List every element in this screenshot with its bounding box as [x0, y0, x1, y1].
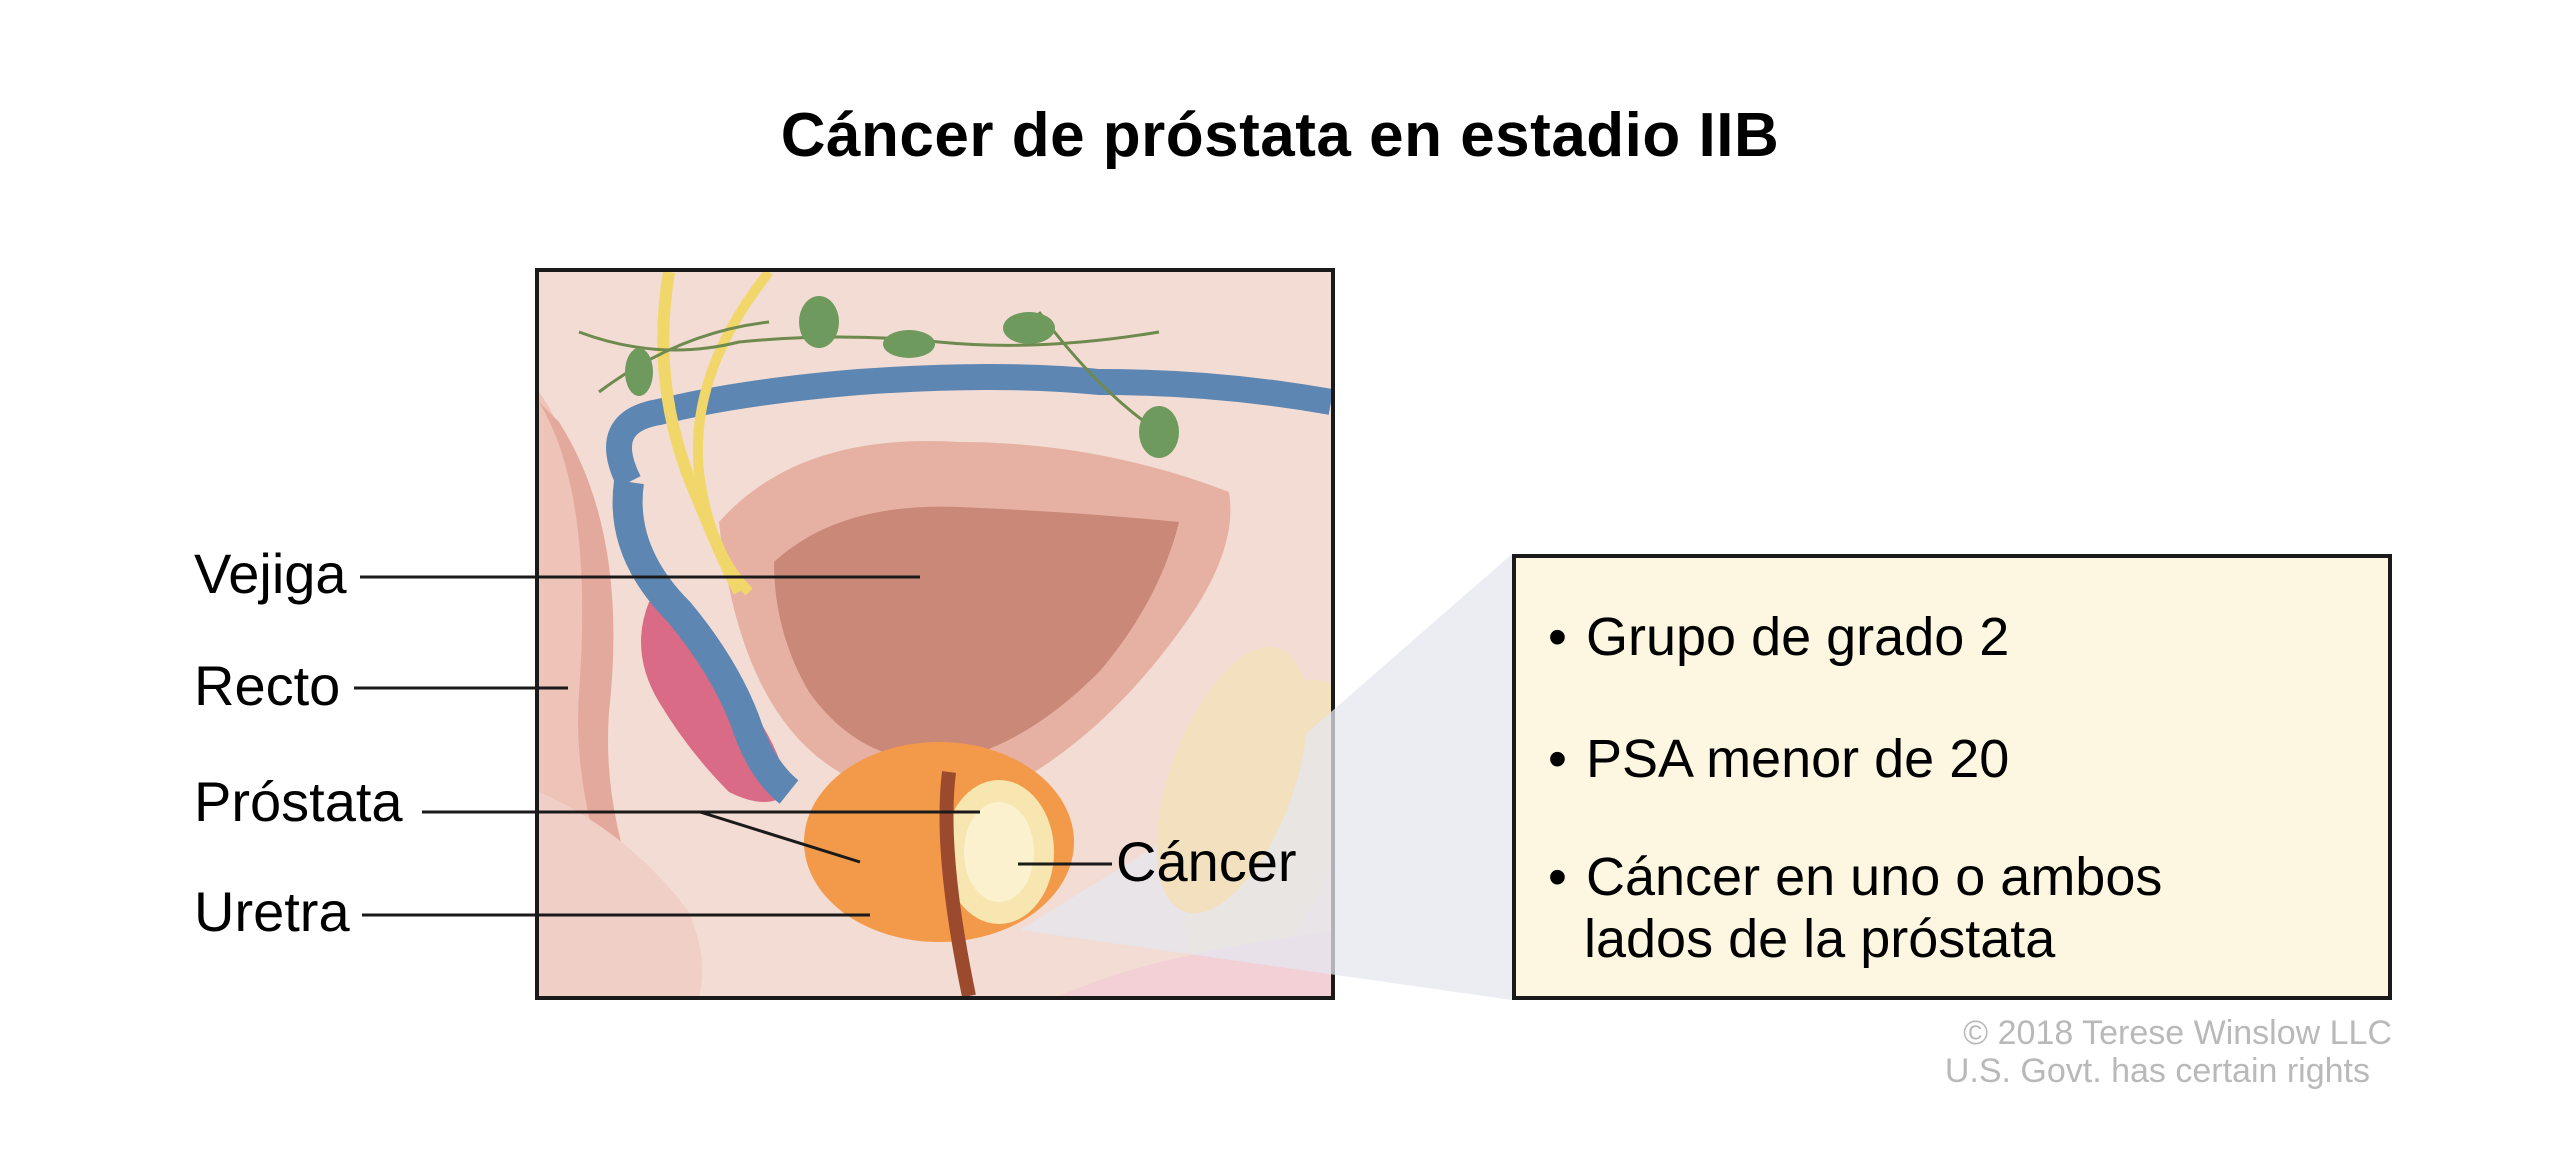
label-recto: Recto — [194, 654, 341, 717]
lymph-node — [883, 330, 935, 358]
lymph-node — [799, 296, 839, 348]
label-cancer: Cáncer — [1116, 830, 1297, 893]
label-uretra: Uretra — [194, 880, 350, 943]
bullet-text-continued: lados de la próstata — [1584, 909, 2056, 969]
bullet-text: PSA menor de 20 — [1586, 729, 2010, 789]
label-prostata: Próstata — [194, 770, 403, 833]
bullet-marker: • — [1548, 729, 1567, 789]
info-bullet: • Cáncer en uno o ambos lados de la próst… — [1548, 846, 2162, 970]
lymph-node — [1139, 406, 1179, 458]
copyright-line-2: U.S. Govt. has certain rights — [1944, 1052, 2370, 1090]
stage-info-box: • Grupo de grado 2 • PSA menor de 20 • Cánc… — [1512, 554, 2392, 1000]
copyright-line-1: © 2018 Terese Winslow LLC — [1963, 1014, 2392, 1052]
cancer-core — [964, 802, 1034, 902]
bullet-marker: • — [1548, 847, 1567, 907]
info-bullet: • PSA menor de 20 — [1548, 728, 2009, 790]
label-vejiga: Vejiga — [194, 542, 347, 605]
blood-vessel — [606, 364, 1331, 488]
urethra-tube — [939, 771, 976, 996]
bullet-marker: • — [1548, 607, 1567, 667]
bullet-text: Grupo de grado 2 — [1586, 607, 2010, 667]
lymph-node — [1003, 312, 1055, 344]
lymph-vessel-2 — [598, 320, 770, 394]
blood-vessel-branch — [612, 479, 799, 804]
lymph-node — [625, 348, 653, 396]
bullet-text: Cáncer en uno o ambos — [1586, 847, 2163, 907]
info-bullet: • Grupo de grado 2 — [1548, 606, 2009, 668]
page-title: Cáncer de próstata en estadio IIB — [780, 101, 1780, 170]
